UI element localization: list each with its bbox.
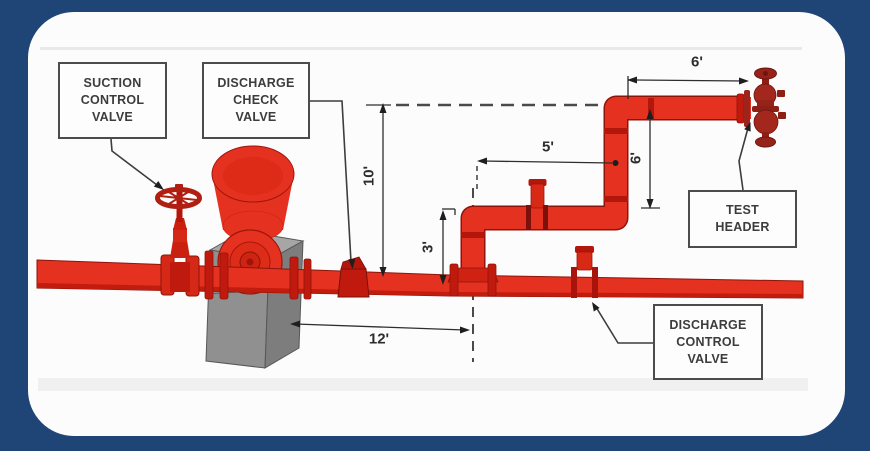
- callout-line: CONTROL: [80, 93, 145, 107]
- dimension-label-6ft-top: 6': [691, 53, 703, 71]
- callout-line: DISCHARGE: [669, 317, 747, 332]
- handwheel-icon: [155, 184, 202, 209]
- callout-suction-control-valve: SUCTION CONTROL VALVE: [58, 62, 167, 139]
- suction-control-valve: [155, 184, 202, 297]
- check-valve-leader: [310, 100, 352, 263]
- dim-12ft: [290, 320, 470, 334]
- dimension-label-3ft: 3': [419, 241, 437, 253]
- discharge-control-leader: [595, 306, 653, 344]
- callout-line: TEST: [726, 203, 759, 217]
- callout-line: VALVE: [235, 110, 277, 124]
- dimension-lines: [290, 76, 749, 334]
- dimension-label-6ft-vertical: 6': [627, 152, 645, 164]
- reference-dashed-lines: [396, 103, 608, 362]
- dim-10ft: [366, 103, 391, 277]
- test-header-assembly: [752, 67, 786, 148]
- branch-tee: [447, 263, 499, 297]
- dimension-label-10ft: 10': [360, 165, 378, 187]
- pump-flanges: [204, 250, 312, 300]
- callout-line: VALVE: [91, 110, 134, 124]
- callout-line: CONTROL: [676, 334, 740, 349]
- dim-6ft-top: [627, 76, 749, 99]
- callout-line: SUCTION: [83, 76, 142, 90]
- dimension-label-12ft: 12': [368, 330, 390, 348]
- discharge-control-valve: [571, 246, 598, 298]
- dimension-label-5ft: 5': [542, 138, 554, 156]
- test-line-piping: [447, 90, 751, 297]
- scan-artifact-strips: [38, 47, 808, 391]
- dim-5ft: [477, 157, 619, 166]
- callout-leaders: [110, 100, 751, 344]
- callout-line: HEADER: [715, 220, 770, 234]
- main-pipe: [36, 259, 804, 299]
- callout-test-header: TEST HEADER: [688, 190, 797, 248]
- dim-3ft: [439, 208, 456, 285]
- callout-discharge-check-valve: DISCHARGE CHECK VALVE: [202, 62, 310, 139]
- suction-valve-leader: [110, 138, 158, 186]
- callout-line: VALVE: [687, 351, 729, 366]
- dim-6ft-vertical: [641, 109, 660, 209]
- callout-line: DISCHARGE: [217, 76, 295, 90]
- callout-line: CHECK: [233, 93, 279, 107]
- test-line-valve: [526, 179, 548, 230]
- test-header-leader: [738, 127, 749, 191]
- riser-coupling-band: [461, 232, 485, 238]
- callout-discharge-control-valve: DISCHARGE CONTROL VALVE: [653, 304, 763, 380]
